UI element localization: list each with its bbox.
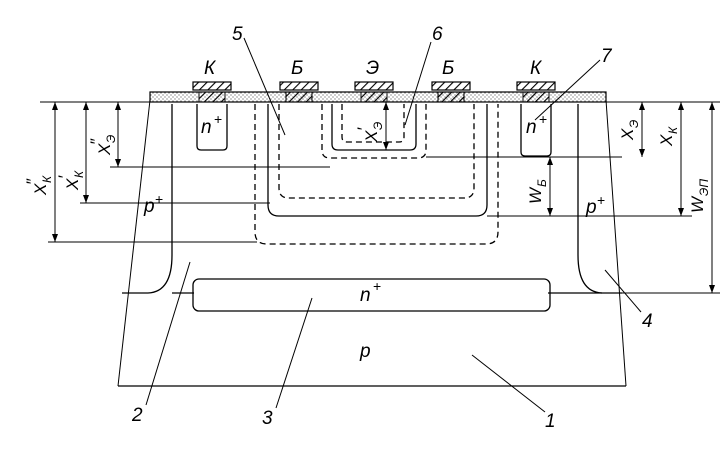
contact-label-collector-right: К xyxy=(530,58,543,79)
callout-7: 7 xyxy=(601,46,613,67)
region-label-n-plus-right: n + xyxy=(526,111,547,138)
svg-text:″: ″ xyxy=(23,178,42,185)
svg-text:К: К xyxy=(72,170,86,178)
svg-text:′: ′ xyxy=(55,175,74,179)
dim-label-xe-double-prime: X ″ Э xyxy=(87,135,118,156)
svg-text:Б: Б xyxy=(535,179,549,187)
collector-n-plus-right xyxy=(520,104,552,157)
svg-text:ЭП: ЭП xyxy=(697,179,711,196)
dim-label-xk-prime: X ′ К xyxy=(55,170,86,191)
contact-label-emitter: Э xyxy=(366,58,379,79)
reference-lines xyxy=(40,101,720,294)
region-label-p-plus-left: p + xyxy=(143,191,163,217)
svg-text:К: К xyxy=(666,126,680,134)
dim-label-wep: W ЭП xyxy=(688,179,711,213)
dim-label-xe-prime: X ′ Э xyxy=(354,122,385,143)
contact-label-base-left: Б xyxy=(291,58,303,79)
callout-2: 2 xyxy=(131,405,143,426)
dim-label-xk: X К xyxy=(657,126,680,147)
svg-text:X: X xyxy=(362,130,381,143)
callout-leaders xyxy=(145,37,642,413)
base-junction-dashed-outer xyxy=(254,104,499,245)
svg-text:+: + xyxy=(155,191,163,207)
callout-4: 4 xyxy=(642,311,653,332)
svg-text:К: К xyxy=(40,175,54,183)
region-label-p-plus-right: p + xyxy=(585,192,605,218)
contact-label-base-right: Б xyxy=(442,58,454,79)
svg-text:″: ″ xyxy=(87,138,106,145)
svg-text:+: + xyxy=(597,192,605,208)
collector-n-plus-left xyxy=(196,104,228,151)
svg-text:n: n xyxy=(201,117,212,138)
dim-label-xk-double-prime: X ″ К xyxy=(23,175,54,196)
dimension-arrows xyxy=(52,102,715,293)
svg-text:+: + xyxy=(214,111,222,127)
emitter-junction-dashed-inner xyxy=(341,104,405,143)
buried-n-plus-layer xyxy=(192,278,551,312)
svg-text:X: X xyxy=(618,128,637,141)
dim-label-wb: W Б xyxy=(526,179,549,204)
emitter-junction-solid xyxy=(331,104,417,151)
region-label-p-substrate: p xyxy=(359,341,371,362)
callout-5: 5 xyxy=(232,24,243,45)
contact-label-collector-left: К xyxy=(204,58,217,79)
region-label-n-plus-left: n + xyxy=(201,111,222,138)
base-junction-dashed-inner xyxy=(278,104,475,199)
svg-text:X: X xyxy=(95,143,114,156)
svg-text:Э: Э xyxy=(104,135,118,143)
svg-text:+: + xyxy=(539,111,547,127)
substrate xyxy=(117,99,627,387)
svg-text:′: ′ xyxy=(354,127,373,131)
callout-3: 3 xyxy=(262,408,273,429)
svg-text:p: p xyxy=(143,196,155,217)
region-label-buried-n-plus: n + xyxy=(360,278,381,306)
callout-6: 6 xyxy=(432,24,443,45)
svg-text:X: X xyxy=(31,183,50,196)
svg-text:W: W xyxy=(688,195,707,213)
svg-text:Э: Э xyxy=(371,122,385,130)
svg-text:n: n xyxy=(526,117,537,138)
svg-text:p: p xyxy=(585,197,597,218)
emitter-junction-dashed xyxy=(321,104,427,159)
svg-text:X: X xyxy=(63,178,82,191)
callout-1: 1 xyxy=(545,411,556,432)
dim-label-xe: X Э xyxy=(618,120,641,141)
svg-text:n: n xyxy=(360,285,371,306)
svg-text:+: + xyxy=(373,278,381,294)
svg-text:X: X xyxy=(657,134,676,147)
svg-text:W: W xyxy=(526,186,545,204)
base-junction-solid xyxy=(267,104,488,217)
svg-text:Э: Э xyxy=(627,120,641,128)
